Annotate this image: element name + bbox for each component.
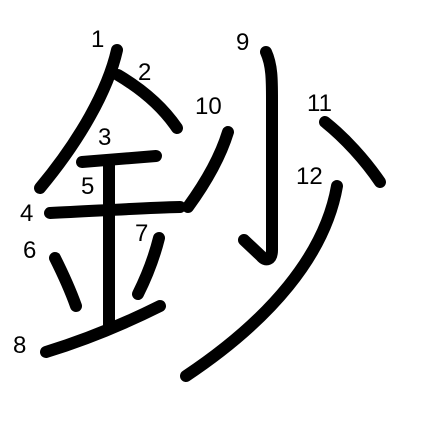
- stroke-9: [238, 46, 278, 266]
- stroke-12: [180, 180, 343, 382]
- stroke-number-2: 2: [138, 59, 151, 86]
- stroke-number-9: 9: [236, 29, 249, 56]
- stroke-numbers: 1 2 3 4 5 6 7 8 9 10 11 12: [13, 26, 332, 359]
- stroke-number-4: 4: [20, 200, 33, 227]
- stroke-8: [40, 300, 166, 358]
- stroke-number-5: 5: [81, 173, 94, 200]
- stroke-4: [44, 201, 186, 219]
- stroke-number-1: 1: [91, 26, 104, 53]
- stroke-7: [132, 232, 165, 300]
- stroke-2: [112, 69, 183, 134]
- stroke-number-11: 11: [307, 90, 332, 117]
- stroke-number-6: 6: [23, 237, 36, 264]
- stroke-1: [34, 44, 123, 194]
- stroke-number-7: 7: [135, 220, 148, 247]
- stroke-number-10: 10: [195, 93, 222, 120]
- character-strokes: [34, 44, 386, 382]
- stroke-11: [319, 116, 386, 188]
- stroke-number-12: 12: [296, 163, 323, 190]
- stroke-3: [76, 150, 162, 168]
- stroke-6: [49, 252, 82, 312]
- stroke-number-8: 8: [13, 332, 26, 359]
- stroke-10: [182, 126, 234, 213]
- stroke-number-3: 3: [98, 124, 111, 151]
